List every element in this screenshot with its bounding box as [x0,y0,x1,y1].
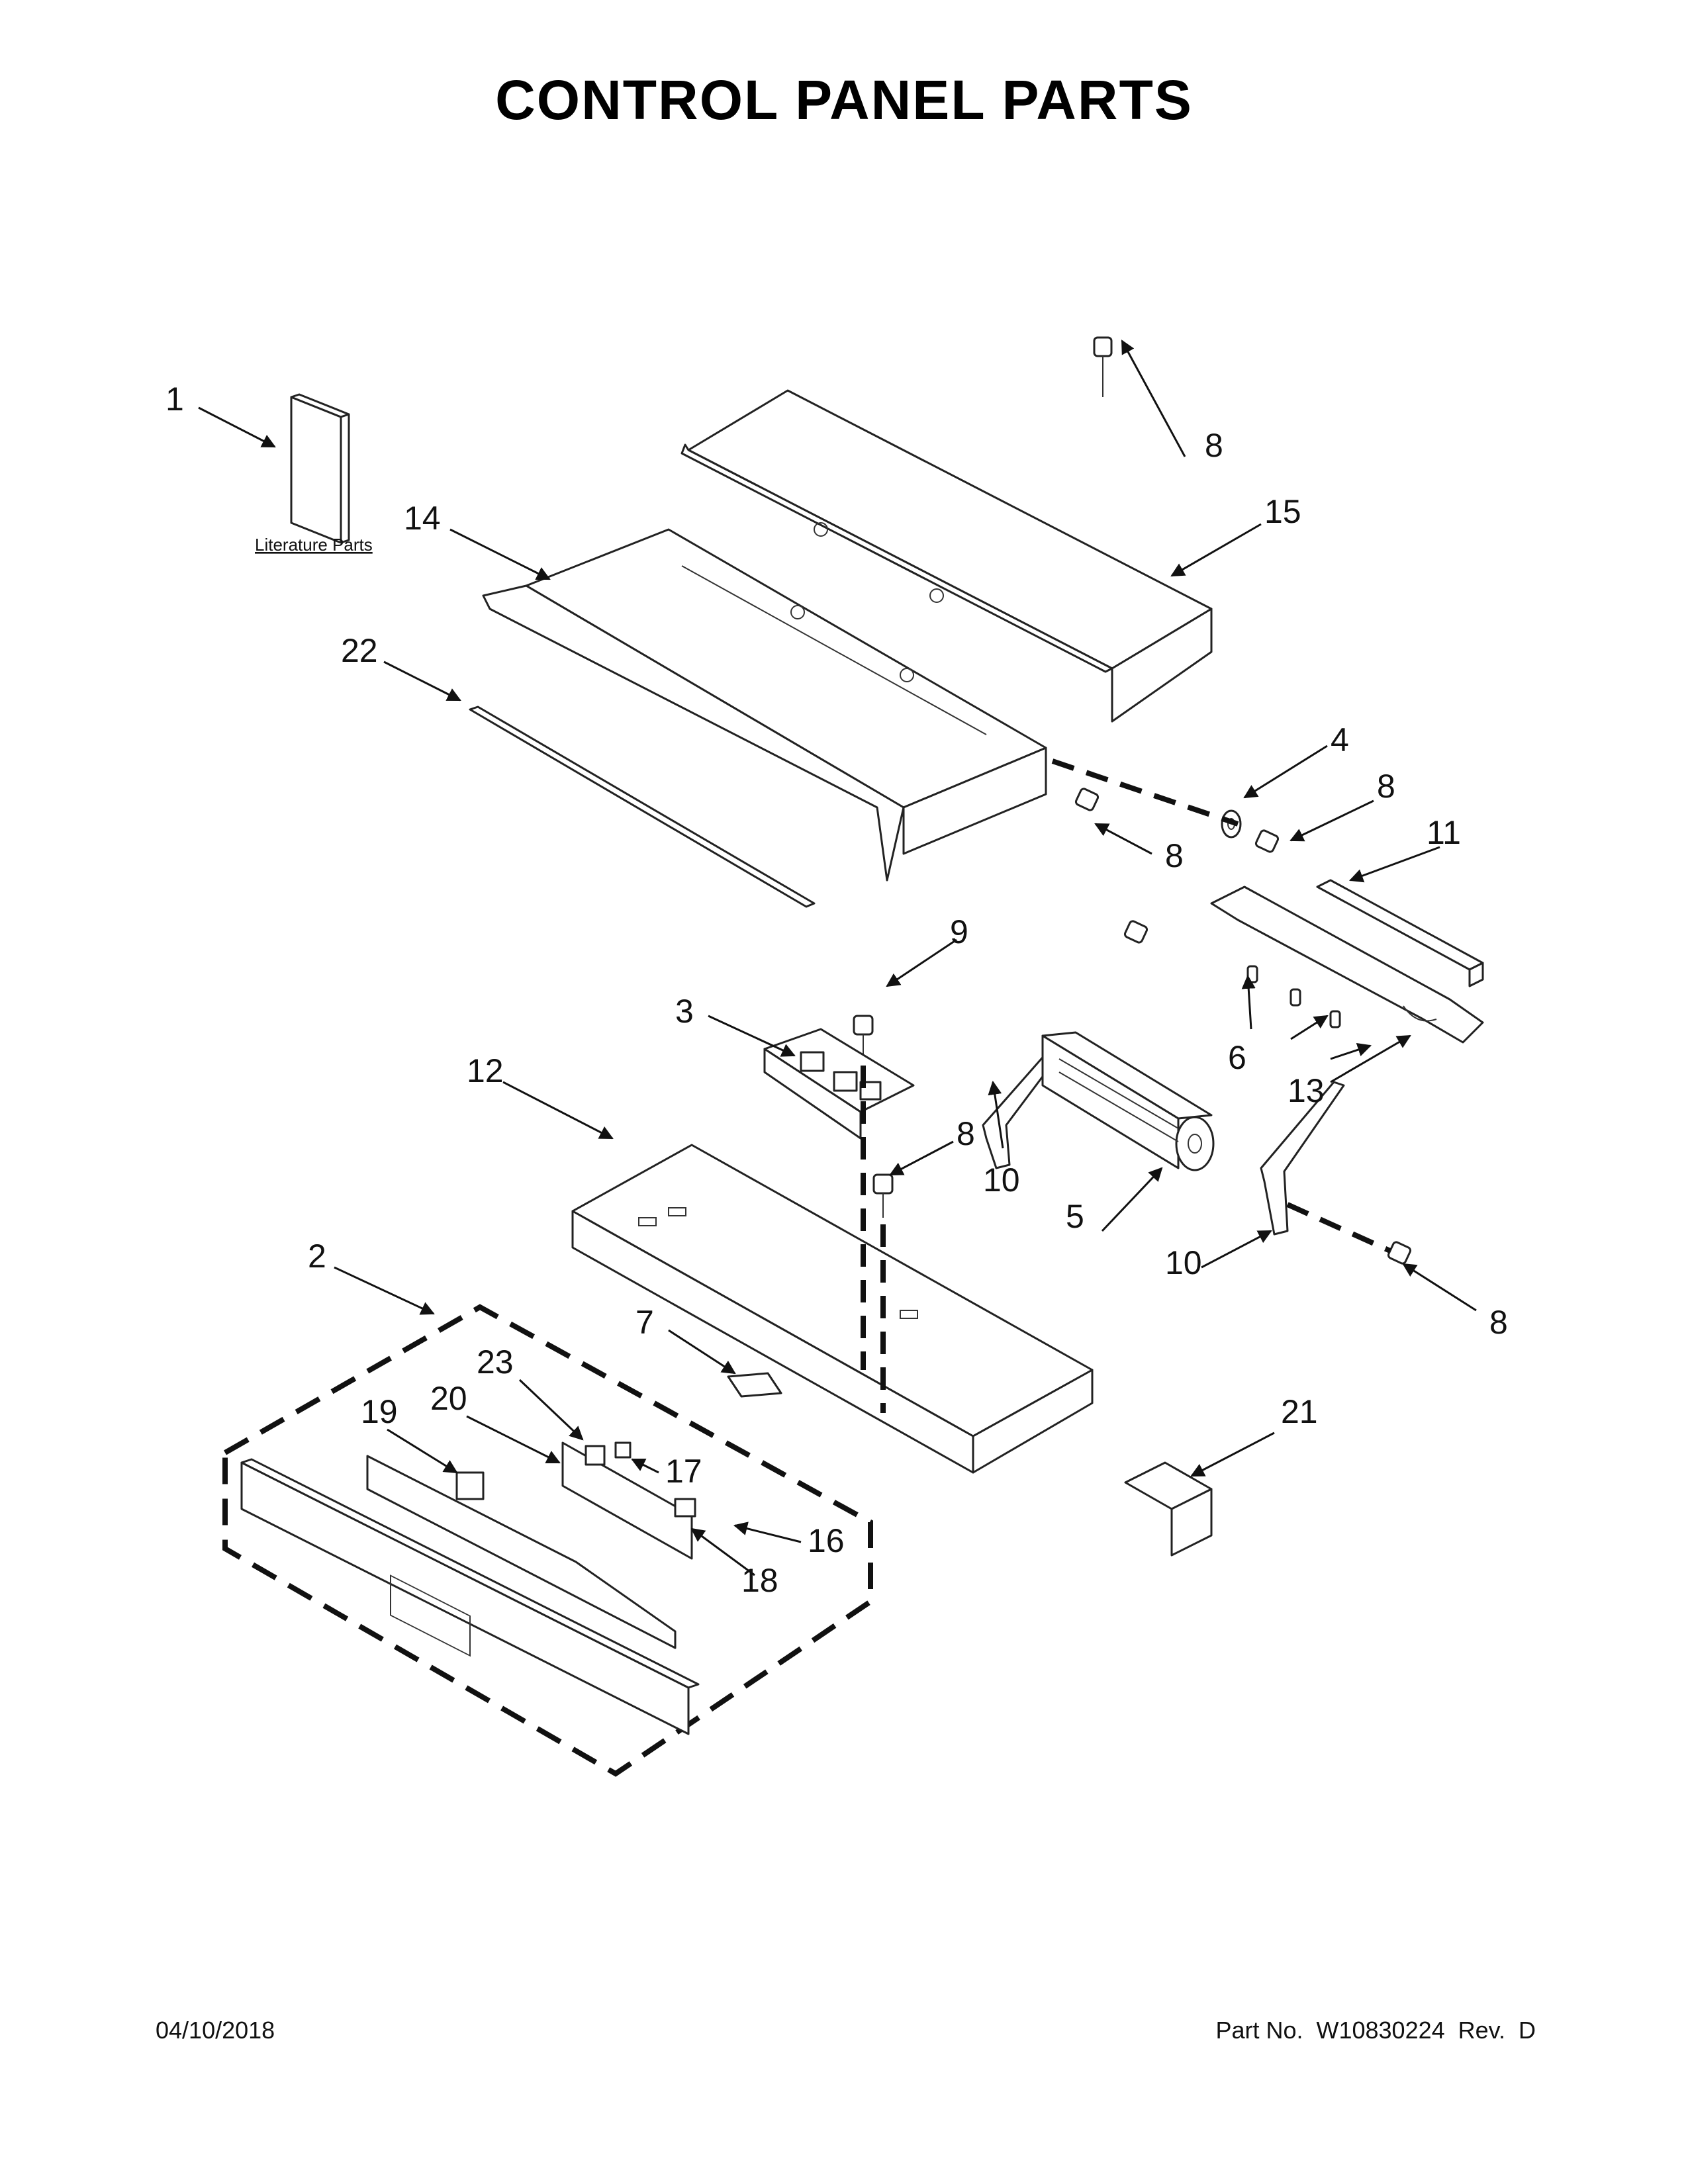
callout-label: 7 [635,1304,654,1341]
page-title: CONTROL PANEL PARTS [495,69,1193,131]
fan-bracket-part [1260,1081,1345,1236]
callout-label: 15 [1264,493,1301,530]
connector-part [455,1441,696,1518]
callout-label: 8 [1489,1304,1508,1341]
callout-label: 5 [1066,1198,1084,1235]
leader-lines [198,340,1477,1576]
touch-board-part [366,1441,693,1649]
callout-label: 10 [983,1161,1020,1199]
callout-label: 4 [1331,721,1349,758]
small-bracket-part [1124,1461,1213,1557]
harness-clip-part [727,1372,782,1398]
control-panel-face-part [240,1458,700,1735]
screw-part [1093,336,1113,397]
callout-label: 19 [361,1393,398,1430]
literature-book-part [290,393,350,544]
cooling-fan-part [1041,1031,1215,1171]
callout-numbers: 1 14 22 8 15 4 8 8 11 9 3 6 13 12 8 10 5… [165,381,1508,1599]
callout-label: 14 [404,500,441,537]
literature-parts-label: Literature Parts [255,535,373,555]
screw-part [872,1173,894,1218]
callout-label: 17 [665,1453,702,1490]
mounting-bracket-part [1210,886,1484,1044]
callout-label: 8 [1165,837,1184,874]
relay-board-part [763,1028,915,1140]
screw-part [1074,788,1100,811]
screw-part [1123,920,1149,944]
insulation-strip-part [1316,879,1484,987]
callout-label: 8 [1377,768,1395,805]
control-tray-part [571,1144,1094,1474]
screw-part [1254,829,1280,853]
callout-label: 11 [1427,814,1461,851]
control-assembly-boundary [222,1304,873,1777]
callout-label: 22 [341,632,378,669]
callout-label: 12 [467,1052,504,1089]
callout-label: 8 [957,1115,975,1152]
callout-label: 23 [477,1343,514,1381]
footer-date: 04/10/2018 [156,2017,275,2044]
callout-label: 3 [675,993,694,1030]
callout-label: 8 [1205,427,1223,464]
callout-label: 9 [950,913,968,950]
trim-strip-part [469,705,816,908]
callout-label: 13 [1288,1072,1325,1109]
callout-label: 20 [430,1380,467,1417]
callout-label: 1 [165,381,184,418]
rear-top-cover-part [680,389,1213,723]
footer-part-number: Part No. W10830224 Rev. D [1215,2017,1536,2044]
callout-label: 16 [808,1522,845,1559]
callout-label: 2 [308,1238,326,1275]
callout-label: 18 [741,1562,778,1599]
callout-label: 6 [1228,1039,1246,1076]
pin-part [1246,965,1341,1028]
callout-label: 10 [1165,1244,1202,1281]
control-panel-housing-part [482,528,1047,882]
callout-label: 21 [1281,1393,1318,1430]
screw-part [1387,1241,1412,1265]
